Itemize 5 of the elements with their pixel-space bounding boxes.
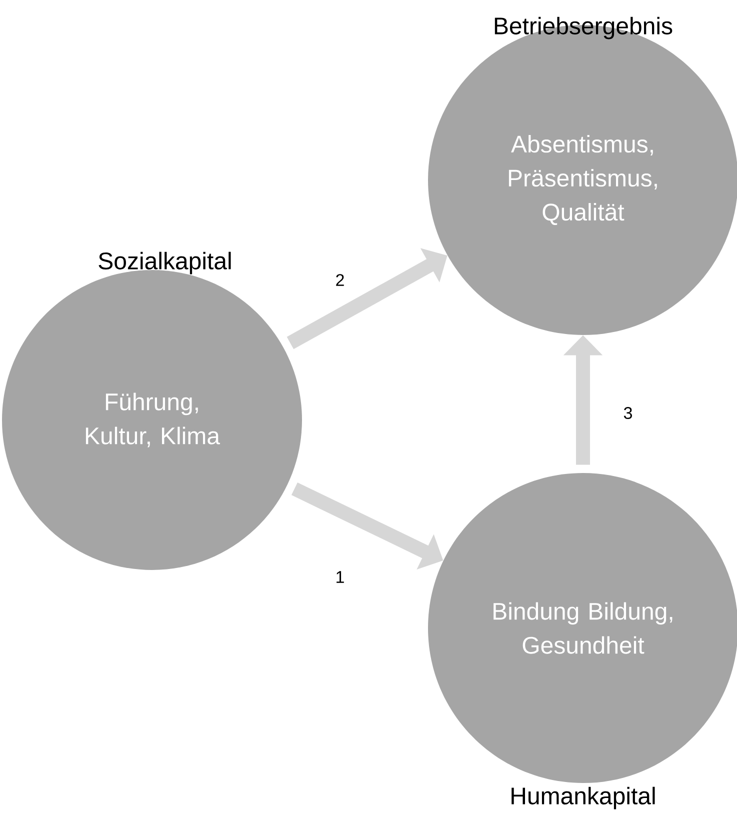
edge-label: 3 [624,406,632,420]
heading: Humankapital [512,786,655,810]
heading: Betriebsergebnis [494,16,672,40]
edge-label: 1 [336,571,344,583]
edge-label: 2 [336,274,344,286]
